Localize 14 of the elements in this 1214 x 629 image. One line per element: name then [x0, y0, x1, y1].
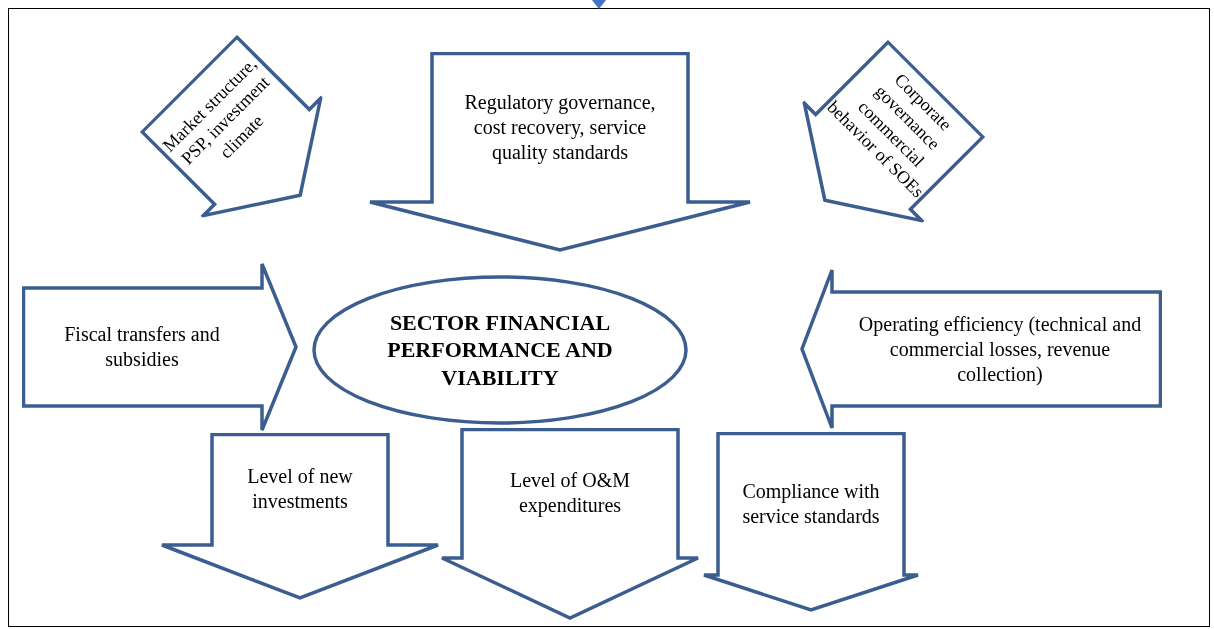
callout-text: Level of new investments: [246, 464, 354, 514]
arrow-callout: [368, 52, 752, 252]
arrow-callout: [800, 268, 1162, 430]
callout-text: Regulatory governance, cost recovery, service quality standards: [463, 89, 657, 165]
central-ellipse: [312, 275, 688, 425]
callout-text: Compliance with service standards: [741, 478, 881, 529]
center-title: SECTOR FINANCIAL PERFORMANCE AND VIABILITY: [386, 308, 614, 392]
arrow-callout: [160, 433, 440, 600]
callout-text: Level of O&M expenditures: [509, 468, 631, 518]
callout-text: Operating efficiency (technical and commercial losses, revenue collection): [857, 311, 1143, 387]
callout-text: Fiscal transfers and subsidies: [63, 322, 221, 372]
arrow-callout: [22, 262, 298, 432]
arrow-callout: [440, 428, 700, 620]
arrow-callout: [702, 432, 920, 612]
